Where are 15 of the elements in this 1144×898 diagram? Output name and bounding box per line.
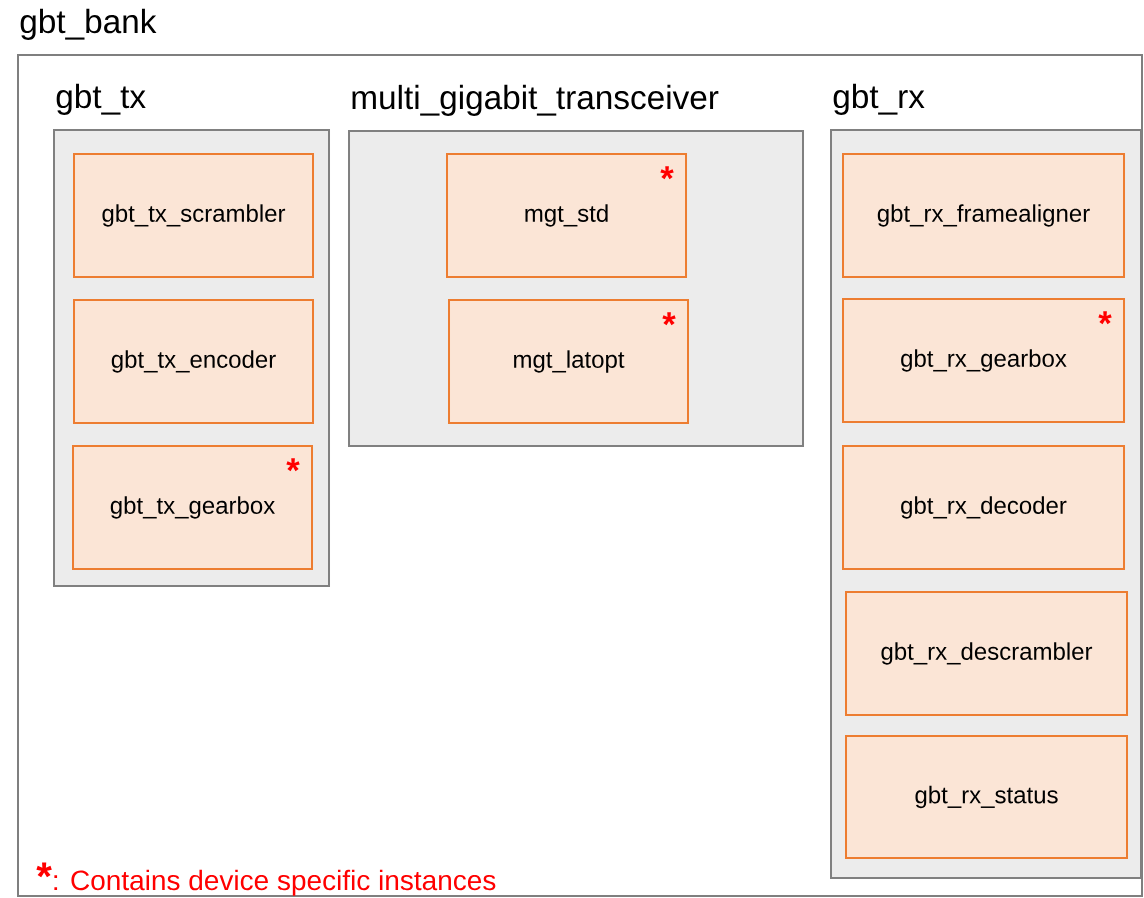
module-box: gbt_tx_encoder [73,299,314,424]
module-box: mgt_std * [446,153,687,278]
node-label: multi_gigabit_transceiver [352,84,719,116]
module-box: gbt_rx_status [845,735,1128,859]
module-box: gbt_tx_scrambler [73,153,314,278]
module-box: gbt_rx_decoder [842,445,1125,570]
node-label: gbt_bank [20,8,157,40]
module-box: gbt_tx_gearbox * [72,445,313,570]
note-text: *: Contains device specific instances [36,862,496,896]
node-label: gbt_tx [56,83,146,115]
module-box: gbt_rx_framealigner [842,153,1125,278]
module-box: gbt_rx_descrambler [845,591,1128,716]
node-label: gbt_rx [833,83,925,115]
module-box: mgt_latopt * [448,299,689,424]
module-box: gbt_rx_gearbox * [842,298,1125,423]
